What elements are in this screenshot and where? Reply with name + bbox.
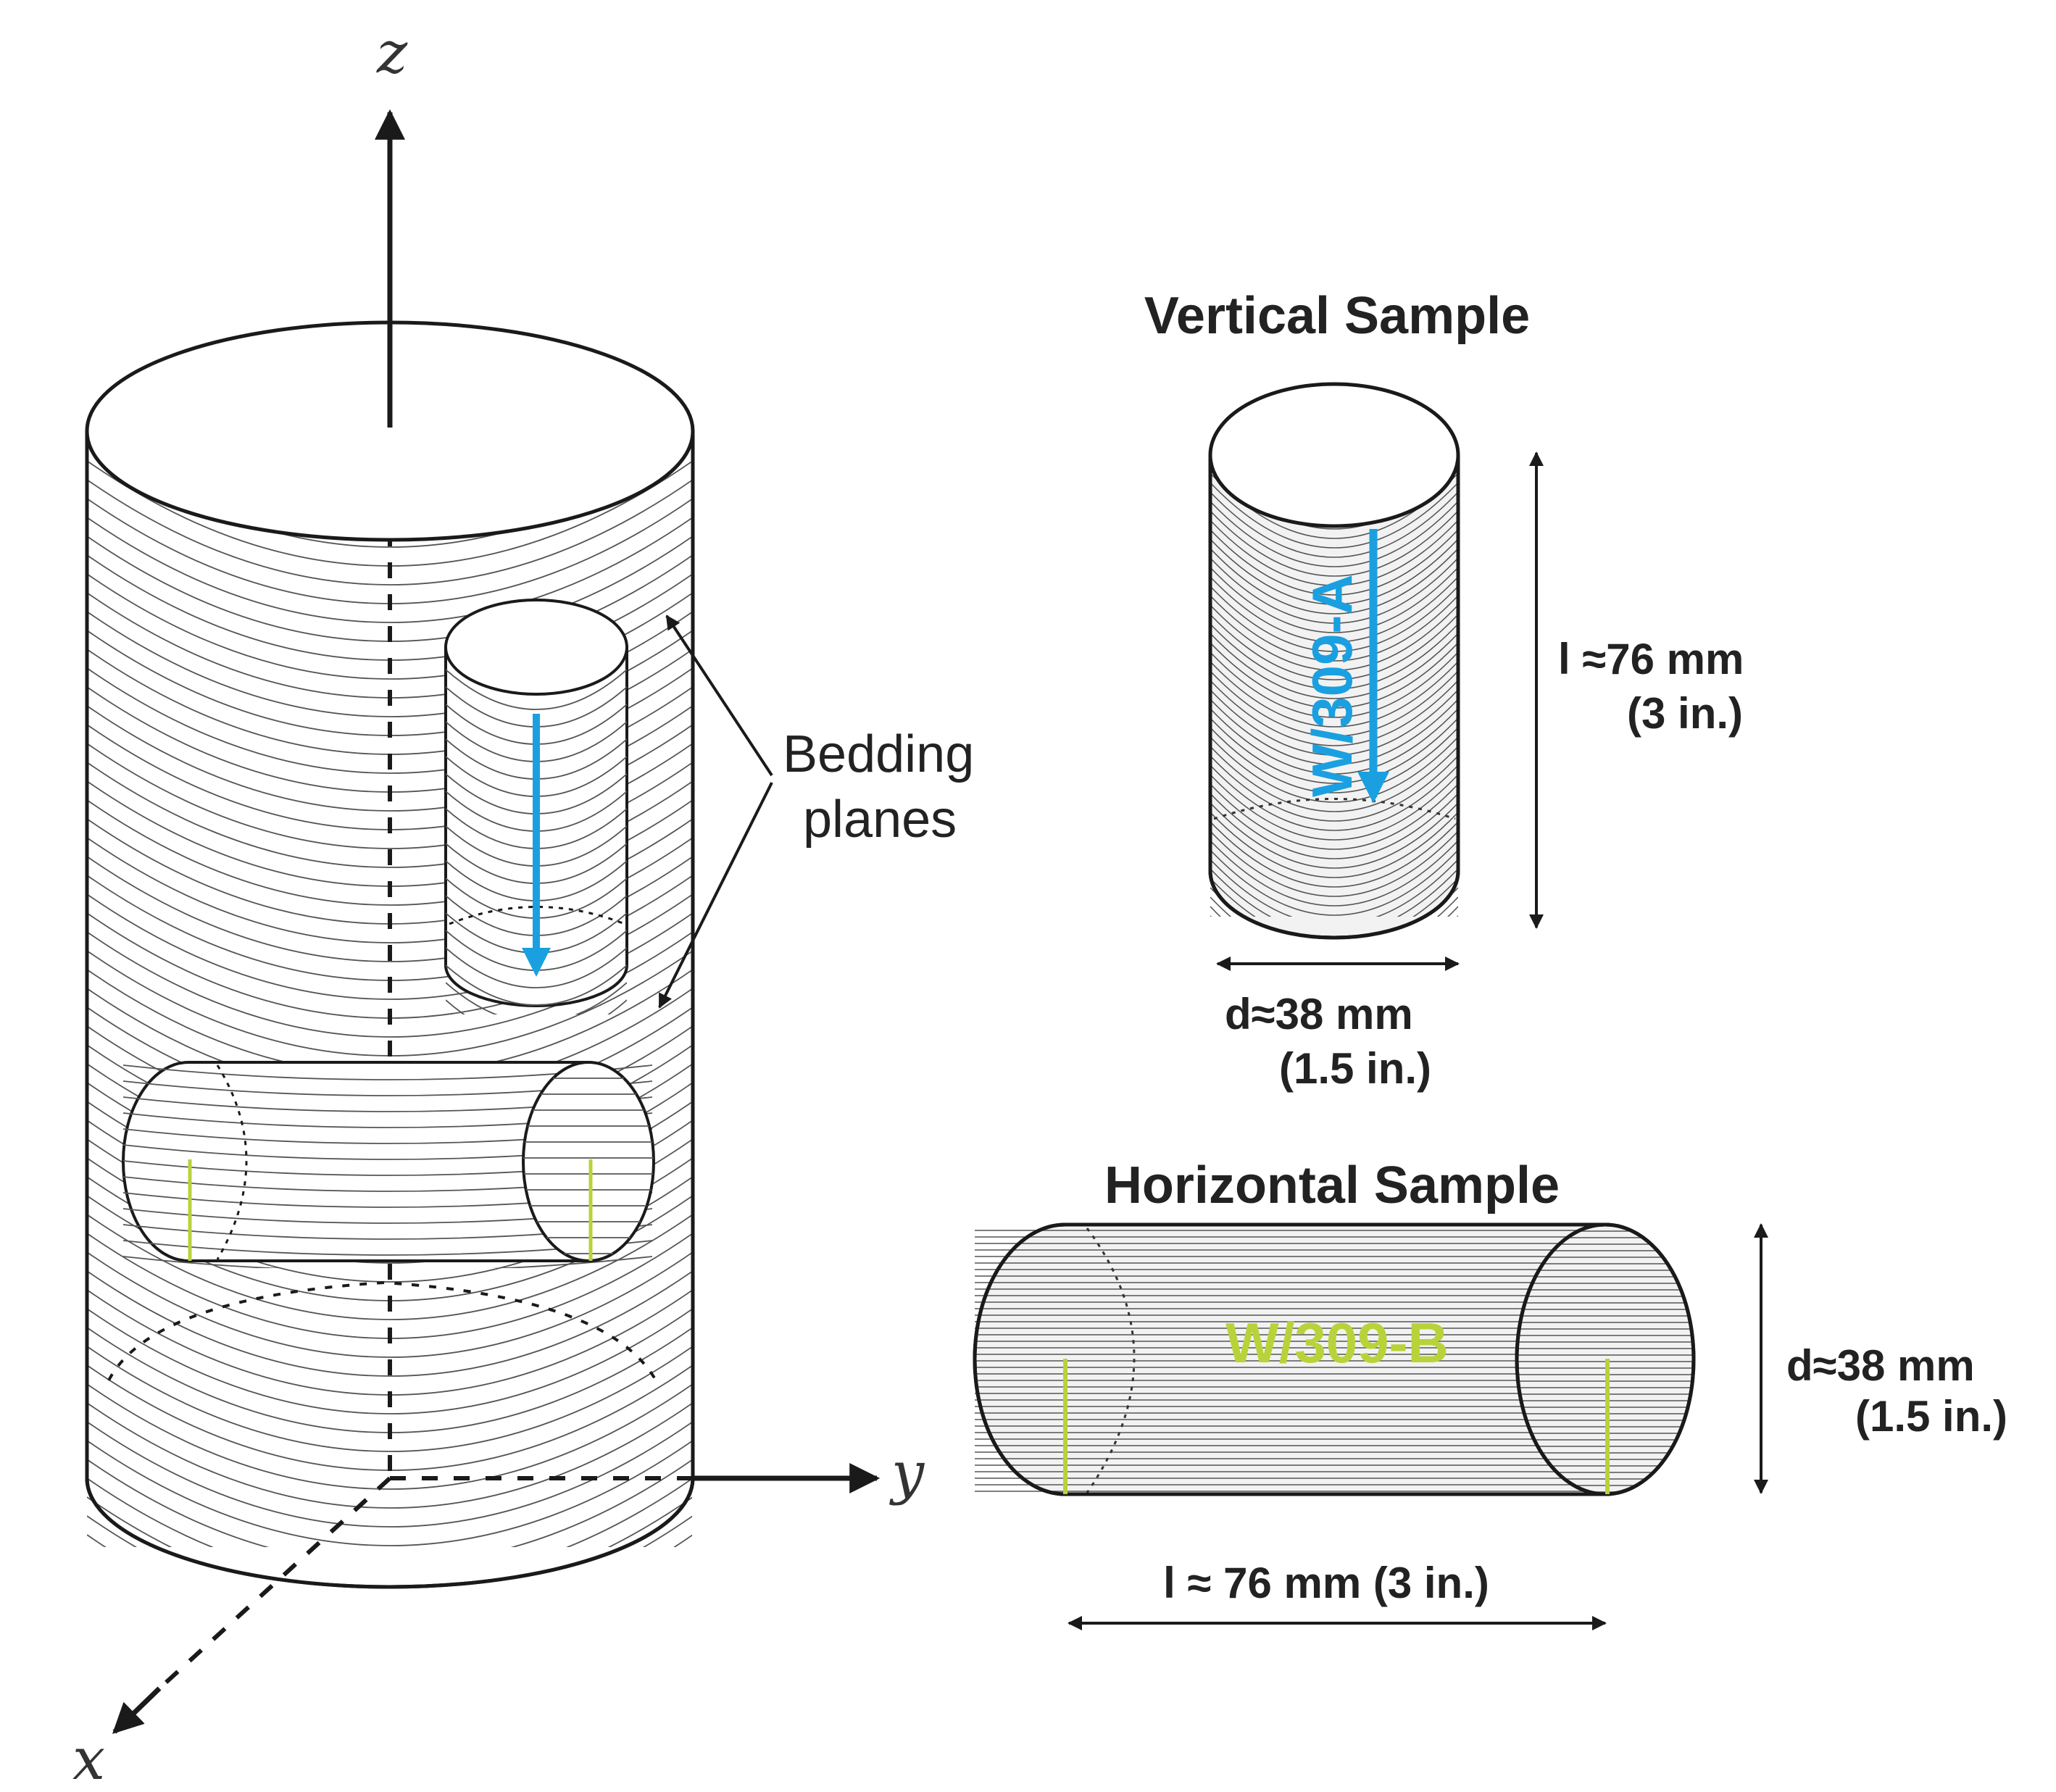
inner-horizontal-sample (122, 1061, 655, 1268)
vertical-sample-length: l ≈76 mm (1558, 635, 1744, 683)
bedding-label-line1: Bedding (783, 725, 974, 783)
bedding-label-line2: planes (803, 791, 957, 849)
hidden-ellipse-lines (107, 1280, 657, 1381)
inner-vertical-sample (444, 599, 628, 1014)
z-axis-label: z (376, 19, 408, 86)
main-core-cylinder (85, 320, 695, 1691)
bedding-pointer-lower (658, 782, 773, 1009)
hidden-axis-lines (157, 435, 693, 1691)
vertical-sample-diameter: d≈38 mm (1225, 990, 1413, 1038)
horizontal-sample-length: l ≈ 76 mm (3 in.) (1163, 1559, 1489, 1607)
horizontal-sample-diameter-in: (1.5 in.) (1855, 1392, 2007, 1441)
horizontal-sample-title: Horizontal Sample (1104, 1157, 1560, 1214)
horizontal-sample-id: W/309-B (1225, 1311, 1449, 1375)
y-axis-label: y (889, 1439, 925, 1506)
bedding-planes-annotation: Bedding planes (658, 614, 974, 1009)
horizontal-sample-figure: Horizontal Sample W/309-B d≈38 mm (1.5 i… (973, 1157, 2007, 1630)
vertical-sample-length-in: (3 in.) (1627, 689, 1743, 738)
vertical-sample-figure: Vertical Sample W/309-A l ≈76 mm (3 in.)… (1144, 287, 1744, 1093)
main-core-outline (85, 431, 695, 1589)
coordinate-axes: z y x (72, 19, 925, 1792)
x-axis-label: x (72, 1725, 105, 1792)
vertical-sample-top-face (1208, 382, 1460, 528)
x-axis-arrow (112, 1686, 162, 1734)
bedding-pointer-upper (665, 614, 773, 777)
vertical-sample-diameter-in: (1.5 in.) (1279, 1044, 1431, 1093)
horizontal-sample-diameter: d≈38 mm (1786, 1341, 1975, 1390)
vertical-sample-title: Vertical Sample (1144, 287, 1530, 345)
vertical-sample-id: W/309-A (1300, 574, 1364, 797)
